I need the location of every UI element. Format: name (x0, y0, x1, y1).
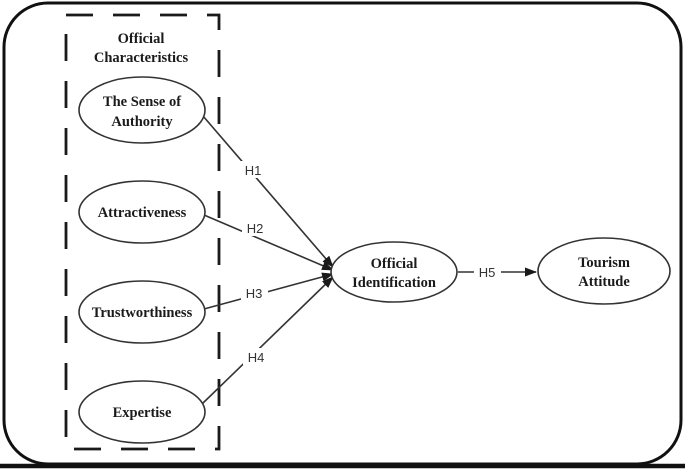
node-tourism-attitude: Tourism Attitude (537, 237, 671, 305)
node-official-identification-label-line2: Identification (352, 275, 436, 291)
node-the-sense-of-authority-label-line1: The Sense of (103, 94, 181, 110)
node-trustworthiness-label: Trustworthiness (92, 305, 193, 321)
node-official-identification-ellipse (330, 241, 458, 303)
node-attractiveness: Attractiveness (78, 180, 206, 244)
edge-h4-label: H4 (248, 350, 265, 365)
node-expertise-label: Expertise (113, 405, 172, 421)
edge-h1-label-bg (240, 161, 267, 178)
node-the-sense-of-authority-label-line2: Authority (111, 114, 173, 130)
node-tourism-attitude-label-line1: Tourism (578, 255, 630, 271)
node-expertise-ellipse (78, 380, 206, 444)
node-trustworthiness-ellipse (78, 280, 206, 344)
edge-h3-line (203, 272, 334, 310)
edge-h3-label: H3 (246, 286, 263, 301)
edge-h2-label: H2 (247, 221, 264, 236)
group-title-line2: Characteristics (94, 50, 189, 66)
edge-h5-label: H5 (479, 265, 496, 280)
edge-h4-label-bg (243, 348, 270, 365)
edge-h1-line (202, 115, 334, 268)
group-dashed-box (64, 13, 221, 451)
node-tourism-attitude-ellipse (537, 237, 671, 305)
node-the-sense-of-authority-ellipse (78, 76, 206, 144)
node-tourism-attitude-label-line2: Attitude (578, 274, 630, 290)
node-attractiveness-label: Attractiveness (98, 205, 187, 221)
group-official-characteristics: Official Characteristics (64, 13, 221, 451)
edge-h5-label-bg (474, 263, 501, 280)
node-the-sense-of-authority: The Sense of Authority (78, 76, 206, 144)
edge-h2-label-bg (242, 219, 269, 236)
edge-h1-label: H1 (245, 163, 262, 178)
node-expertise: Expertise (78, 380, 206, 444)
edge-h3-label-bg (241, 284, 268, 301)
edges: H1 H2 H3 H4 H5 (201, 115, 537, 405)
node-trustworthiness: Trustworthiness (78, 280, 206, 344)
group-title-line1: Official (118, 31, 165, 47)
node-attractiveness-ellipse (78, 180, 206, 244)
node-official-identification-label-line1: Official (371, 256, 418, 272)
edge-h2-line (203, 214, 334, 271)
node-official-identification: Official Identification (330, 241, 458, 303)
edge-h4-line (201, 276, 334, 405)
